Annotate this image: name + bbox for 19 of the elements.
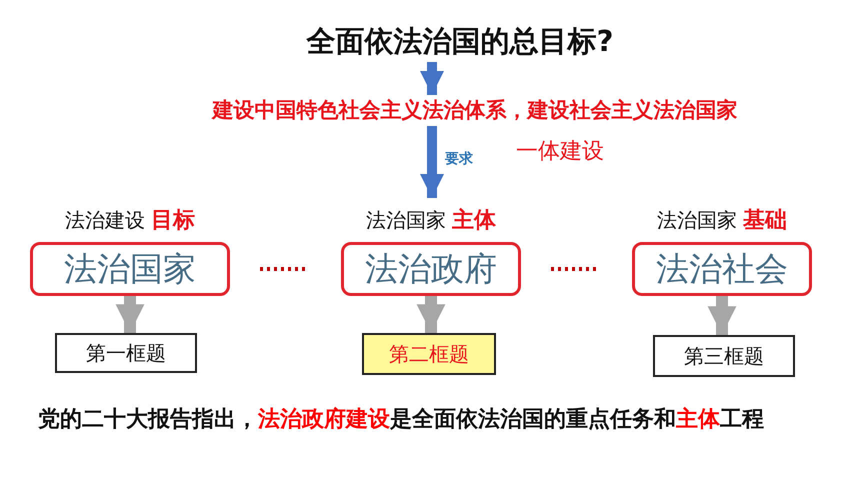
annotation-text: 一体建设: [516, 138, 604, 166]
arrow: [420, 62, 444, 95]
box-heading: 法治国家 基础: [656, 207, 788, 235]
highlighted-topic-box: 第二框题: [362, 333, 496, 375]
goal-text: 建设中国特色社会主义法治体系，建设社会主义法治国家: [105, 95, 845, 125]
arrow: [708, 296, 736, 335]
arrow: [420, 126, 444, 198]
arrow: [416, 296, 446, 333]
box-heading: 法治国家 主体: [366, 206, 496, 235]
box-label: 法治政府: [365, 248, 497, 290]
box-heading: 法治建设 目标: [64, 207, 196, 235]
topic-box: 第一框题: [55, 333, 197, 373]
title-text: 全面依法治国的总目标?: [265, 22, 655, 62]
box-label: 法治国家: [64, 248, 196, 290]
summary-paragraph: 党的二十大报告指出，法治政府建设是全面依法治国的重点任务和主体工程: [38, 406, 765, 434]
edge-label: 要求: [444, 150, 474, 168]
arrow: [116, 296, 144, 333]
topic-box: 第三框题: [653, 335, 795, 377]
box-label: 法治社会: [656, 248, 788, 290]
